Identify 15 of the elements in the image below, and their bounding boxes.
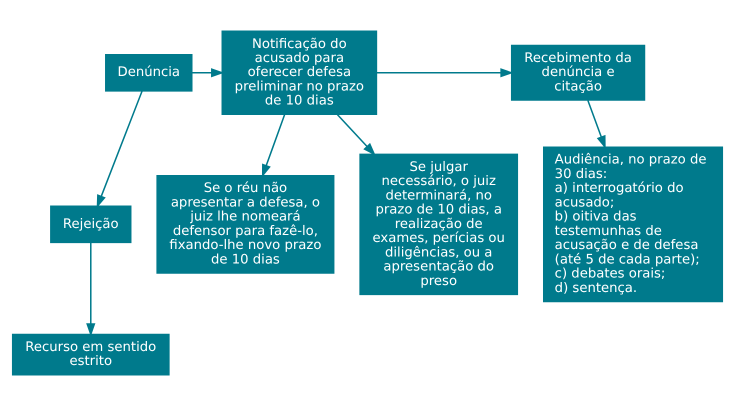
node-box: Audiência, no prazo de 30 dias: a) interrogatório do acusado; b) oitiva das testemunhas de acusação e de defesa (até 5 de cada parte); c) debates orais; d) sentença. [543, 146, 724, 302]
node-box: Denúncia [105, 54, 193, 92]
node-box: Se julgar necessário, o juiz determinará, no prazo de 10 dias, a realização de exames, perícias ou diligências, ou a apresentação do preso [359, 154, 518, 296]
arrow [192, 68, 224, 78]
arrow [587, 100, 606, 149]
arrow [336, 114, 376, 156]
arrow [86, 242, 96, 336]
node-box: Recurso em sentido estrito [12, 334, 170, 376]
node-box: Se o réu não apresentar a defesa, o juiz lhe nomeará defensor para fazê-lo, fixando-lhe novo prazo de 10 dias [156, 175, 334, 274]
node-box: Recebimento da denúncia e citação [510, 44, 646, 101]
node-box: Rejeição [50, 206, 132, 244]
arrow [376, 68, 514, 78]
arrow [96, 90, 143, 208]
node-box: Notificação do acusado para oferecer defesa preliminar no prazo de 10 dias [222, 30, 378, 115]
arrow [262, 114, 286, 178]
